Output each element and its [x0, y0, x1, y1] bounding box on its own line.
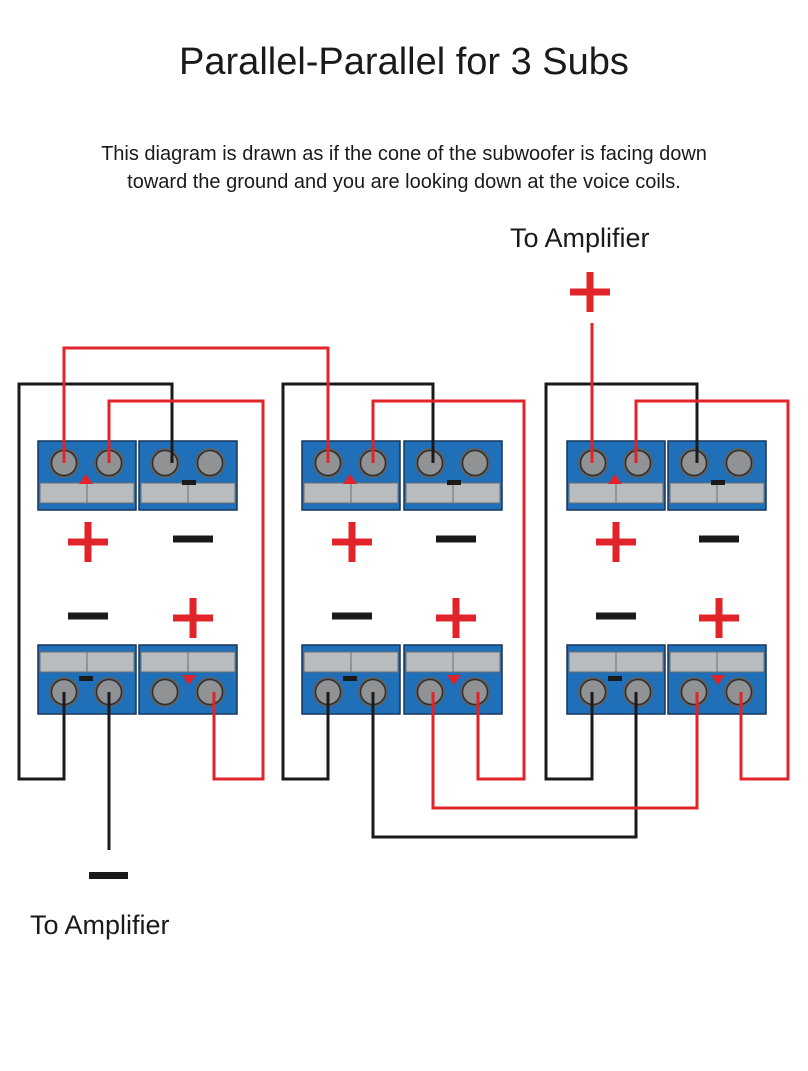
plus-sign [596, 522, 636, 562]
subwoofer-3 [566, 440, 767, 715]
negative-wire-sub2 [281, 382, 435, 781]
polarity-marker [79, 676, 93, 681]
negative-wire-sub1 [17, 382, 174, 781]
positive-link-sub1-sub2 [62, 346, 330, 463]
positive-wires [62, 323, 790, 810]
minus-sign [596, 612, 636, 620]
sub3-coil1-negative-terminal [667, 440, 767, 511]
polarity-marker [711, 675, 725, 685]
polarity-marker [447, 675, 461, 685]
negative-wire-sub3 [544, 382, 699, 781]
sub2-coil1-negative-terminal [403, 440, 503, 511]
polarity-marker [608, 474, 622, 484]
subwoofer-1 [37, 440, 238, 715]
polarity-marker [711, 480, 725, 485]
subwoofer-2 [301, 440, 503, 715]
sub1-coil1-negative-terminal [138, 440, 238, 511]
positive-wire-sub1 [107, 399, 265, 781]
plus-sign [332, 522, 372, 562]
plus-sign [699, 598, 739, 638]
plus-sign [436, 598, 476, 638]
negative-wires [17, 382, 699, 850]
polarity-marker [182, 675, 196, 685]
minus-sign [332, 612, 372, 620]
plus-sign [173, 598, 213, 638]
page-title: Parallel-Parallel for 3 Subs [179, 41, 629, 83]
description-line-2: toward the ground and you are looking do… [127, 171, 681, 193]
minus-sign [436, 535, 476, 543]
amplifier-positive-label: To Amplifier [510, 223, 650, 253]
plus-sign [68, 522, 108, 562]
polarity-marker [343, 676, 357, 681]
description-line-1: This diagram is drawn as if the cone of … [101, 143, 707, 165]
amplifier-plus-sign [570, 272, 610, 312]
positive-wire-sub2 [371, 399, 526, 781]
negative-bridge-wire [371, 692, 638, 839]
positive-bridge-wire [431, 692, 699, 810]
polarity-marker [79, 474, 93, 484]
minus-sign [68, 612, 108, 620]
positive-wire-sub3 [634, 399, 790, 781]
polarity-marker [182, 480, 196, 485]
amplifier-minus-sign [89, 872, 128, 879]
polarity-marker [343, 474, 357, 484]
polarity-marker [608, 676, 622, 681]
minus-sign [699, 535, 739, 543]
diagram-description: This diagram is drawn as if the cone of … [0, 140, 808, 196]
amplifier-negative-label: To Amplifier [30, 910, 170, 940]
minus-sign [173, 535, 213, 543]
polarity-marker [447, 480, 461, 485]
